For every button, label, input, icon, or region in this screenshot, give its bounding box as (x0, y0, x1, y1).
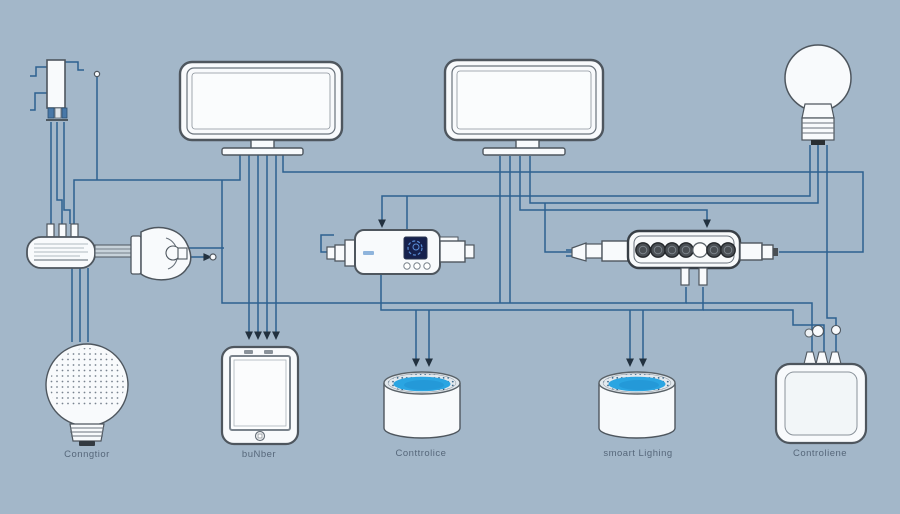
label-hub: Controliene (792, 448, 848, 459)
hub-icon (774, 324, 868, 445)
label-bowl-left: Conttrolice (395, 448, 447, 459)
sensor-bowl-icon (383, 371, 461, 439)
controller-button (423, 262, 431, 270)
monitor-screen (191, 72, 331, 130)
controller-screen (403, 236, 428, 260)
controller-button (413, 262, 421, 270)
capacitor-icon (26, 223, 139, 269)
controller-logo (363, 251, 374, 255)
tablet-icon (220, 345, 300, 446)
thermostat-controller-icon (326, 229, 475, 275)
monitor-screen (456, 70, 592, 130)
wall-module-icon (46, 59, 68, 121)
label-bowl-right: smoart Lighing (603, 448, 673, 459)
sensor-bowl-icon (598, 371, 676, 439)
label-bulb: Conngtior (64, 449, 110, 460)
monitor-icon (443, 58, 605, 156)
smart-plug-icon (130, 226, 192, 281)
dotted-lightbulb-icon (45, 343, 129, 446)
label-tablet: buNber (241, 449, 277, 460)
home-button-icon (254, 430, 266, 442)
lightbulb-icon (784, 44, 852, 145)
outlet-icons (635, 242, 736, 258)
monitor-icon (178, 60, 344, 156)
power-strip-icon (566, 229, 778, 286)
controller-button (403, 262, 411, 270)
